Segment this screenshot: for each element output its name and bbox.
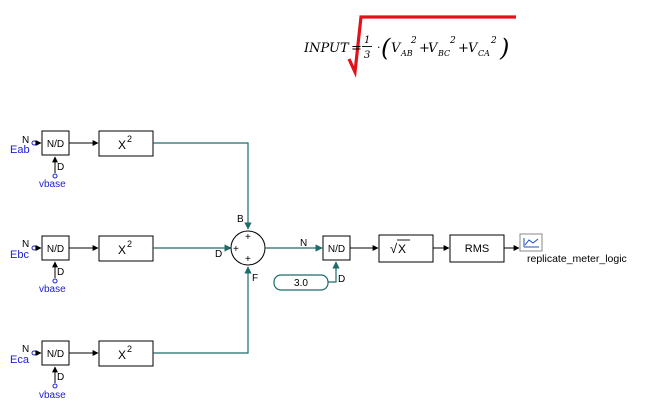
divider-block-1-label: N/D [47, 139, 64, 150]
square-block-3-base: X [118, 348, 126, 362]
signal-eca-label: Eca [10, 354, 30, 366]
wire-square-1-to-summer-b [153, 142, 252, 230]
divider-block-4-label: N/D [328, 244, 345, 255]
divider-block-3[interactable] [41, 340, 70, 366]
divider-1-n-port-label: N [22, 135, 29, 146]
summer-plus-left: + [233, 244, 239, 255]
formula-equals: = [351, 41, 362, 56]
summer-plus-top: + [245, 232, 251, 243]
signal-eab-label: Eab [10, 144, 30, 156]
summer-port-d-label: D [215, 249, 222, 260]
signal-ebc-node [31, 245, 37, 251]
square-block-1-exp: 2 [127, 134, 132, 144]
formula-close-paren: ) [499, 34, 509, 62]
signal-eca-node [31, 350, 37, 356]
divider-2-d-port-label: D [57, 267, 64, 278]
summing-junction[interactable]: + + + B D F [215, 214, 266, 284]
meter-label: replicate_meter_logic [527, 253, 627, 265]
signal-ebc-label: Ebc [10, 249, 29, 261]
formula-v-ab-exp: 2 [410, 36, 417, 46]
signal-eab-node [31, 140, 37, 146]
divider-block-3-label: N/D [47, 349, 64, 360]
output-chain: N N/D 3.0 D √ X RMS replicate_meter_logi… [265, 233, 627, 291]
formula-v-ab: V [391, 41, 402, 56]
divider-2-n-port-label: N [22, 239, 29, 250]
rms-block[interactable] [449, 234, 505, 263]
vbase-1-label: vbase [39, 179, 66, 190]
square-block-2[interactable] [98, 235, 154, 262]
divider-1-d-port-label: D [57, 162, 64, 173]
summer-plus-bottom: + [245, 254, 251, 265]
formula-v-bc-sub: BC [437, 49, 450, 58]
sqrt-block-symbol: √ [390, 241, 398, 256]
vbase-2-node [52, 278, 58, 284]
summer-input-wires [153, 142, 252, 354]
divider-4-d-port-label: D [338, 274, 345, 285]
formula: INPUT = 1 3 · ( V AB 2 + V BC 2 + V CA 2… [303, 15, 516, 78]
formula-v-ca-exp: 2 [490, 36, 497, 46]
formula-dot: · [377, 41, 381, 54]
formula-v-ca: V [468, 41, 479, 56]
vbase-3-node [52, 383, 58, 389]
meter-graph-icon [523, 238, 539, 248]
summer-port-b-label: B [237, 214, 244, 225]
square-block-1-base: X [118, 138, 126, 152]
rms-block-label: RMS [465, 243, 489, 255]
wire-square-3-to-summer-f [153, 266, 252, 354]
meter-block[interactable] [519, 233, 543, 252]
sqrt-block-arg: X [398, 242, 406, 256]
row-eab: Eab N N/D D vbase X 2 [10, 130, 154, 190]
formula-plus-2: + [458, 41, 469, 56]
formula-v-bc: V [428, 41, 439, 56]
formula-plus-1: + [419, 41, 430, 56]
square-block-2-base: X [118, 243, 126, 257]
square-block-3[interactable] [98, 340, 154, 367]
divider-3-n-port-label: N [22, 344, 29, 355]
square-block-3-exp: 2 [127, 344, 132, 354]
vbase-3-label: vbase [39, 390, 66, 401]
square-block-2-exp: 2 [127, 239, 132, 249]
wire-constant-to-divider-4 [328, 261, 340, 283]
sqrt-block[interactable] [378, 234, 434, 263]
formula-frac-num: 1 [364, 35, 370, 46]
constant-value: 3.0 [294, 278, 308, 289]
square-block-1[interactable] [98, 130, 154, 157]
divider-3-d-port-label: D [57, 372, 64, 383]
formula-v-ab-sub: AB [400, 49, 413, 58]
formula-open-paren: ( [381, 34, 391, 62]
row-ebc: Ebc N N/D D vbase X 2 [10, 235, 154, 295]
formula-v-ca-sub: CA [478, 49, 490, 58]
vbase-2-label: vbase [39, 284, 66, 295]
divider-block-4[interactable] [322, 235, 351, 261]
summer-port-f-label: F [252, 273, 258, 284]
vbase-1-node [52, 173, 58, 179]
formula-frac-den: 3 [364, 50, 370, 61]
formula-lhs: INPUT [303, 41, 350, 56]
row-eca: Eca N N/D D vbase X 2 [10, 340, 154, 401]
divider-block-2-label: N/D [47, 244, 64, 255]
sqrt-sign-red [347, 15, 516, 78]
formula-v-bc-exp: 2 [449, 36, 456, 46]
divider-4-n-port-label: N [300, 238, 307, 249]
